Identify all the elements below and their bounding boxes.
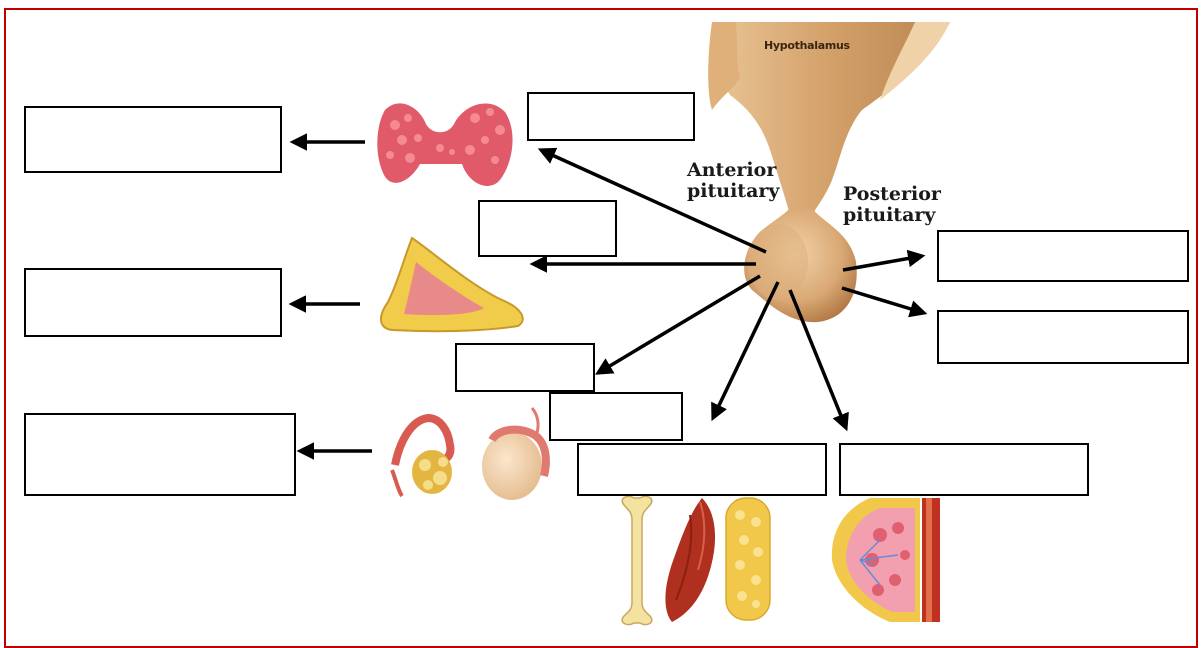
pituitary-gland	[744, 208, 857, 322]
answer-box-tsh[interactable]	[527, 92, 695, 141]
bone-icon	[622, 496, 652, 624]
thyroid-icon	[377, 103, 512, 186]
answer-box-posterior-lower[interactable]	[937, 310, 1189, 364]
arrow-posterior-lower	[842, 288, 924, 313]
answer-box-acth[interactable]	[478, 200, 617, 257]
mammary-gland-icon	[832, 498, 940, 622]
answer-box-thyroid-hormone[interactable]	[24, 106, 282, 173]
answer-box-prolactin[interactable]	[839, 443, 1089, 496]
muscle-icon	[665, 498, 715, 622]
arrow-to-bone-muscle	[713, 282, 778, 418]
answer-box-lh[interactable]	[549, 392, 683, 441]
answer-box-adrenal-hormone[interactable]	[24, 268, 282, 337]
answer-box-fsh[interactable]	[455, 343, 595, 392]
testis-icon	[482, 408, 546, 500]
answer-box-gonad-hormone[interactable]	[24, 413, 296, 496]
answer-box-posterior-upper[interactable]	[937, 230, 1189, 282]
arrow-to-gonad-box	[598, 276, 760, 373]
posterior-pituitary-label: Posterior pituitary	[843, 184, 941, 226]
answer-box-growth-hormone[interactable]	[577, 443, 827, 496]
hypothalamus-label: Hypothalamus	[764, 39, 850, 52]
ovary-icon	[392, 418, 452, 496]
adipose-tissue-icon	[726, 498, 770, 620]
anterior-pituitary-label: Anterior pituitary	[687, 160, 779, 202]
